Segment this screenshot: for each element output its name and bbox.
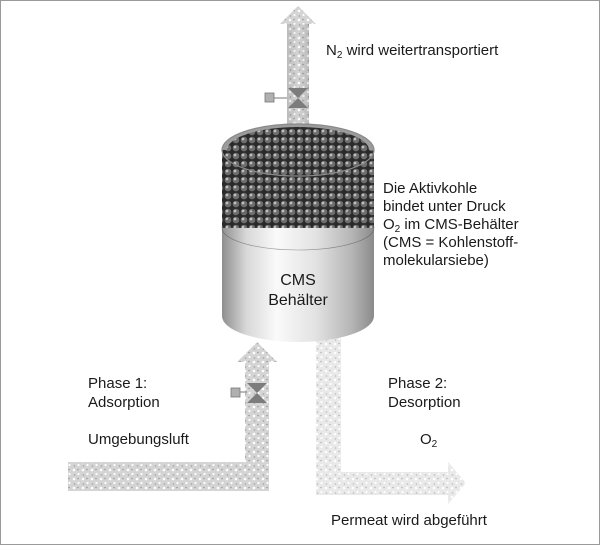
phase-1-label: Phase 1: Adsorption — [88, 375, 160, 411]
vessel-label-line-1: CMS — [280, 272, 316, 289]
inlet-valve-icon — [230, 383, 267, 403]
phase-2-label: Phase 2: Desorption — [388, 375, 461, 411]
top-valve-icon — [264, 88, 308, 108]
info-line-3: O2 im CMS-Behälter — [383, 216, 519, 235]
cms-vessel — [221, 123, 375, 342]
info-line-4: (CMS = Kohlenstoff- — [383, 234, 519, 251]
info-line-1: Die Aktivkohle — [383, 180, 478, 197]
info-line-5: molekularsiebe) — [383, 252, 489, 269]
ambient-air-inlet-arrow — [68, 342, 277, 491]
adsorption-info-text: Die Aktivkohle bindet unter Druck O2 im … — [383, 180, 519, 270]
nitrogen-outlet-arrow — [280, 6, 316, 150]
info-line-2: bindet unter Druck — [383, 198, 506, 215]
vessel-label-line-2: Behälter — [268, 292, 328, 309]
nitrogen-outflow-label: N2 wird weitertransportiert — [326, 42, 499, 61]
vessel-label: CMS Behälter — [248, 271, 348, 311]
permeat-outflow-label: Permeat wird abgeführt — [331, 512, 487, 529]
ambient-air-label: Umgebungsluft — [88, 431, 189, 448]
oxygen-label: O2 — [420, 431, 438, 450]
permeat-outlet-arrow — [316, 338, 466, 504]
